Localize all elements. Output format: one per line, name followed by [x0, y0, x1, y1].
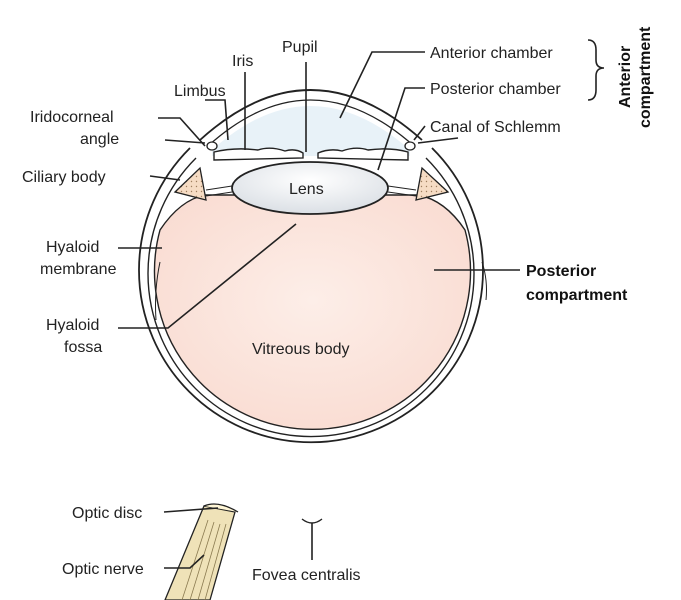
label-posterior-compartment-2: compartment [526, 287, 628, 304]
compartment-brace [587, 39, 605, 101]
label-hyaloid-membrane-1: Hyaloid [46, 239, 99, 256]
leader-optic-nerve [164, 554, 205, 569]
label-iridocorneal-1: Iridocorneal [30, 109, 114, 126]
label-iridocorneal-2: angle [80, 131, 119, 148]
zonule-left [205, 185, 233, 197]
label-hyaloid-fossa-1: Hyaloid [46, 317, 99, 334]
label-vitreous-body: Vitreous body [252, 341, 350, 358]
label-pupil: Pupil [282, 39, 318, 56]
label-ciliary-body: Ciliary body [22, 169, 106, 186]
anterior-chamber [212, 106, 410, 156]
leader-ciliary [149, 175, 181, 181]
leader-hyaloid-fossa [118, 223, 297, 329]
zonule-right [387, 185, 417, 197]
hyaloid-edge-right [481, 261, 487, 301]
leader-posterior-chamber [377, 87, 425, 171]
eyeball [138, 147, 484, 444]
label-optic-disc: Optic disc [72, 505, 142, 522]
label-canal-of-schlemm: Canal of Schlemm [430, 119, 561, 136]
label-anterior-compartment-1: Anterior [617, 46, 634, 108]
canal-right [404, 141, 416, 151]
label-lens: Lens [289, 181, 324, 198]
label-iris: Iris [232, 53, 253, 70]
fovea-dip [301, 518, 323, 524]
label-posterior-chamber: Posterior chamber [430, 81, 561, 98]
label-hyaloid-fossa-2: fossa [64, 339, 102, 356]
ciliary-body-right [415, 166, 450, 201]
label-hyaloid-membrane-2: membrane [40, 261, 117, 278]
leader-limbus [205, 99, 229, 141]
label-fovea-centralis: Fovea centralis [252, 567, 361, 584]
cornea [199, 89, 423, 141]
label-optic-nerve: Optic nerve [62, 561, 144, 578]
optic-nerve-shape [164, 503, 239, 600]
anterior-segment [164, 89, 459, 156]
iris-shape [213, 147, 409, 161]
vitreous-region [153, 194, 472, 431]
leader-optic-disc [163, 507, 219, 513]
hyaloid-edge-left [155, 261, 161, 321]
lens-shape [231, 161, 389, 215]
label-anterior-chamber: Anterior chamber [430, 45, 553, 62]
leader-lines [118, 39, 605, 569]
label-anterior-compartment-2: compartment [637, 26, 654, 128]
cornea-inner [207, 99, 415, 147]
label-limbus: Limbus [174, 83, 226, 100]
sclera-right-edge [417, 137, 459, 144]
leader-canal [413, 125, 426, 141]
label-posterior-compartment-1: Posterior [526, 263, 596, 280]
canal-left [206, 141, 218, 151]
ciliary-body-left [173, 166, 207, 201]
leader-iridocorneal [158, 117, 206, 147]
sclera-left-edge [164, 139, 206, 144]
leader-anterior-chamber [339, 51, 425, 119]
